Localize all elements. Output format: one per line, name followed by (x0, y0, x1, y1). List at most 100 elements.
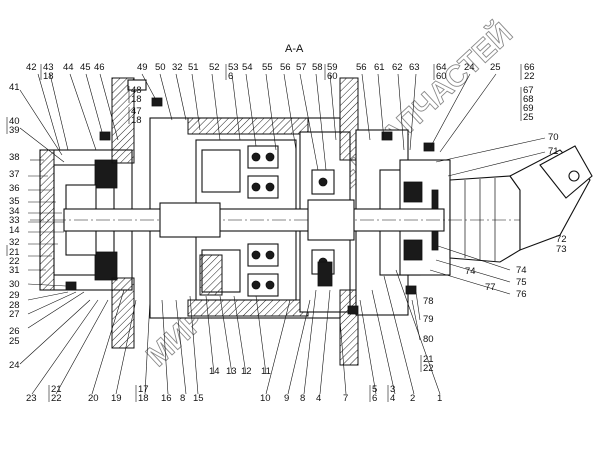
callout-label: 31 (9, 265, 20, 276)
callout-label: 49 (137, 62, 148, 73)
callout-label: 73 (556, 244, 567, 255)
callout-label: 80 (423, 334, 434, 345)
bolt-icon (381, 131, 393, 141)
left-mount-flange (111, 77, 135, 164)
callout-label: 56 (280, 62, 291, 73)
callout-label: 25 (9, 336, 20, 347)
callout-label: 10 (260, 393, 271, 404)
right-brake-pack-bottom (403, 239, 423, 261)
callout-label: 48 (131, 85, 142, 96)
callout-label: 59 (327, 62, 338, 73)
callout-label: 63 (409, 62, 420, 73)
callout-label: 38 (9, 152, 20, 163)
bearing-ball-icon (251, 250, 261, 260)
fraction-separators (6, 64, 522, 402)
callout-label: 50 (155, 62, 166, 73)
callout-label: 7 (343, 393, 348, 404)
bearing-ball-icon (265, 280, 275, 290)
callout-label: 54 (242, 62, 253, 73)
right-mount-flange (339, 77, 359, 161)
callout-label: 45 (80, 62, 91, 73)
right-brake-pack-top (403, 181, 423, 203)
bolt-icon (65, 281, 77, 291)
callout-label: 2 (410, 393, 415, 404)
main-housing-top-wall (187, 117, 309, 135)
callouts-right: 67 68 69 25 70 71 72 73 74 75 76 77 74 7… (423, 85, 567, 374)
bolt-icon (423, 142, 435, 152)
callout-label: 28 (9, 300, 20, 311)
callout-label: 62 (392, 62, 403, 73)
seal-block (317, 261, 333, 287)
callout-label: 4 (390, 393, 395, 404)
callout-label: 18 (131, 115, 142, 126)
callout-label: 39 (9, 125, 20, 136)
leader-lines (19, 73, 546, 395)
callout-label: 46 (94, 62, 105, 73)
callout-label: 20 (88, 393, 99, 404)
callout-label: 66 (524, 62, 535, 73)
callout-label: 17 (138, 384, 149, 395)
callout-label: 14 (9, 225, 20, 236)
callout-label: 29 (9, 290, 20, 301)
section-title: А-А (285, 43, 304, 55)
bearing-group-lower (247, 243, 279, 297)
callout-label: 35 (9, 196, 20, 207)
callout-label: 21 (9, 247, 20, 258)
callout-label: 53 (228, 62, 239, 73)
left-mount-flange-lower (111, 277, 135, 349)
bearing-upper-b (247, 175, 279, 199)
callout-label: 12 (241, 366, 252, 377)
gear-upper (201, 149, 241, 193)
callout-label: 72 (556, 234, 567, 245)
callout-label: 32 (172, 62, 183, 73)
left-brake-pack-bottom (94, 251, 118, 281)
main-housing-bottom-wall (187, 299, 309, 317)
callout-label: 26 (9, 326, 20, 337)
bearing-lower-a (247, 243, 279, 267)
callout-label: 14 (209, 366, 220, 377)
callout-label: 25 (523, 112, 534, 123)
callout-label: 40 (9, 116, 20, 127)
callout-label: 51 (188, 62, 199, 73)
callout-label: 74 (516, 265, 527, 276)
callout-label: 4 (316, 393, 321, 404)
callout-label: 57 (296, 62, 307, 73)
callout-label: 60 (436, 71, 447, 82)
bearing-group-upper (247, 145, 279, 199)
callout-label: 27 (9, 309, 20, 320)
callout-label: 18 (131, 94, 142, 105)
callout-label: 18 (138, 393, 149, 404)
callout-label: 21 (51, 384, 62, 395)
sun-gear (159, 202, 221, 238)
callout-label: 33 (9, 215, 20, 226)
callout-label: 37 (9, 169, 20, 180)
callout-label: 71 (548, 146, 559, 157)
hydraulic-motor-body (449, 175, 521, 263)
callout-label: 55 (262, 62, 273, 73)
callout-label: 76 (516, 289, 527, 300)
callout-label: 24 (9, 360, 20, 371)
callout-label: 6 (228, 71, 233, 82)
left-brake-pack-top (94, 159, 118, 189)
bolt-icon (151, 97, 163, 107)
callout-label: 34 (9, 206, 20, 217)
left-mount-flange-top-cap (127, 79, 147, 91)
assembly-geometry (30, 77, 593, 366)
callout-label: 32 (9, 237, 20, 248)
callouts-left: 41 40 39 38 37 36 35 34 33 14 32 21 22 3… (9, 82, 20, 371)
callout-label: 9 (284, 393, 289, 404)
callout-label: 21 (423, 354, 434, 365)
callout-label: 58 (312, 62, 323, 73)
callout-label: 56 (356, 62, 367, 73)
callout-label: 18 (43, 71, 54, 82)
bearing-ball-icon (265, 250, 275, 260)
callout-label: 22 (524, 71, 535, 82)
bearing-lower-b (247, 273, 279, 297)
callout-label: 61 (374, 62, 385, 73)
callout-label: 67 (523, 85, 534, 96)
callout-label: 16 (161, 393, 172, 404)
callout-label: 78 (423, 296, 434, 307)
callout-label: 60 (327, 71, 338, 82)
